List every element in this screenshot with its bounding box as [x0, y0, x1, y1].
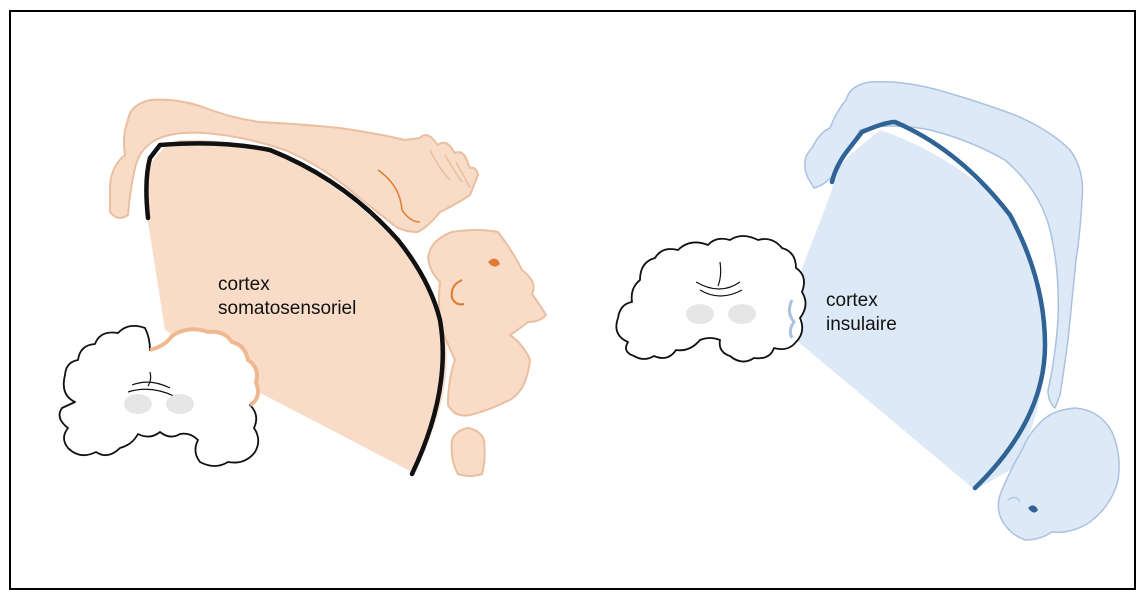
somatosensory-label: cortex somatosensoriel — [218, 273, 356, 321]
insular-label: cortex insulaire — [826, 289, 897, 337]
homunculus-jaw — [452, 428, 485, 476]
insular-label-line-2: insulaire — [826, 313, 897, 337]
brain-right-nucleus-1 — [686, 304, 714, 324]
brain-right-nucleus-2 — [728, 304, 756, 324]
brain-left-nucleus-1 — [124, 394, 152, 414]
insular-label-line-1: cortex — [826, 289, 897, 313]
diagram-canvas — [0, 0, 1145, 574]
brain-section-right — [616, 236, 805, 362]
somatosensory-label-line-1: cortex — [218, 273, 356, 297]
somatosensory-label-line-2: somatosensoriel — [218, 297, 356, 321]
homunculus-face — [428, 230, 546, 416]
brain-left-nucleus-2 — [166, 394, 194, 414]
